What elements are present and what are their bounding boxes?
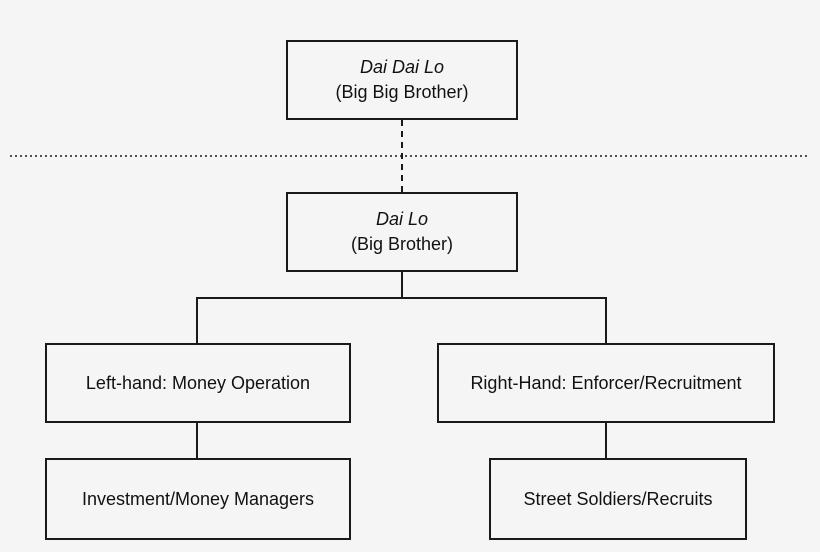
- node-left-hand: Left-hand: Money Operation: [45, 343, 351, 423]
- node-street-label: Street Soldiers/Recruits: [523, 488, 713, 509]
- node-dai-lo: Dai Lo (Big Brother): [286, 192, 518, 272]
- node-right-hand-label: Right-Hand: Enforcer/Recruitment: [470, 372, 742, 393]
- node-investment: Investment/Money Managers: [45, 458, 351, 540]
- node-investment-label: Investment/Money Managers: [81, 488, 315, 509]
- node-dai-dai-lo-subtitle: (Big Big Brother): [335, 82, 469, 102]
- node-dai-lo-subtitle: (Big Brother): [350, 234, 454, 254]
- node-street: Street Soldiers/Recruits: [489, 458, 747, 540]
- node-dai-dai-lo: Dai Dai Lo (Big Big Brother): [286, 40, 518, 120]
- node-left-hand-label: Left-hand: Money Operation: [85, 372, 311, 393]
- node-dai-dai-lo-title: Dai Dai Lo: [359, 57, 445, 77]
- node-dai-lo-title: Dai Lo: [375, 209, 429, 229]
- node-right-hand: Right-Hand: Enforcer/Recruitment: [437, 343, 775, 423]
